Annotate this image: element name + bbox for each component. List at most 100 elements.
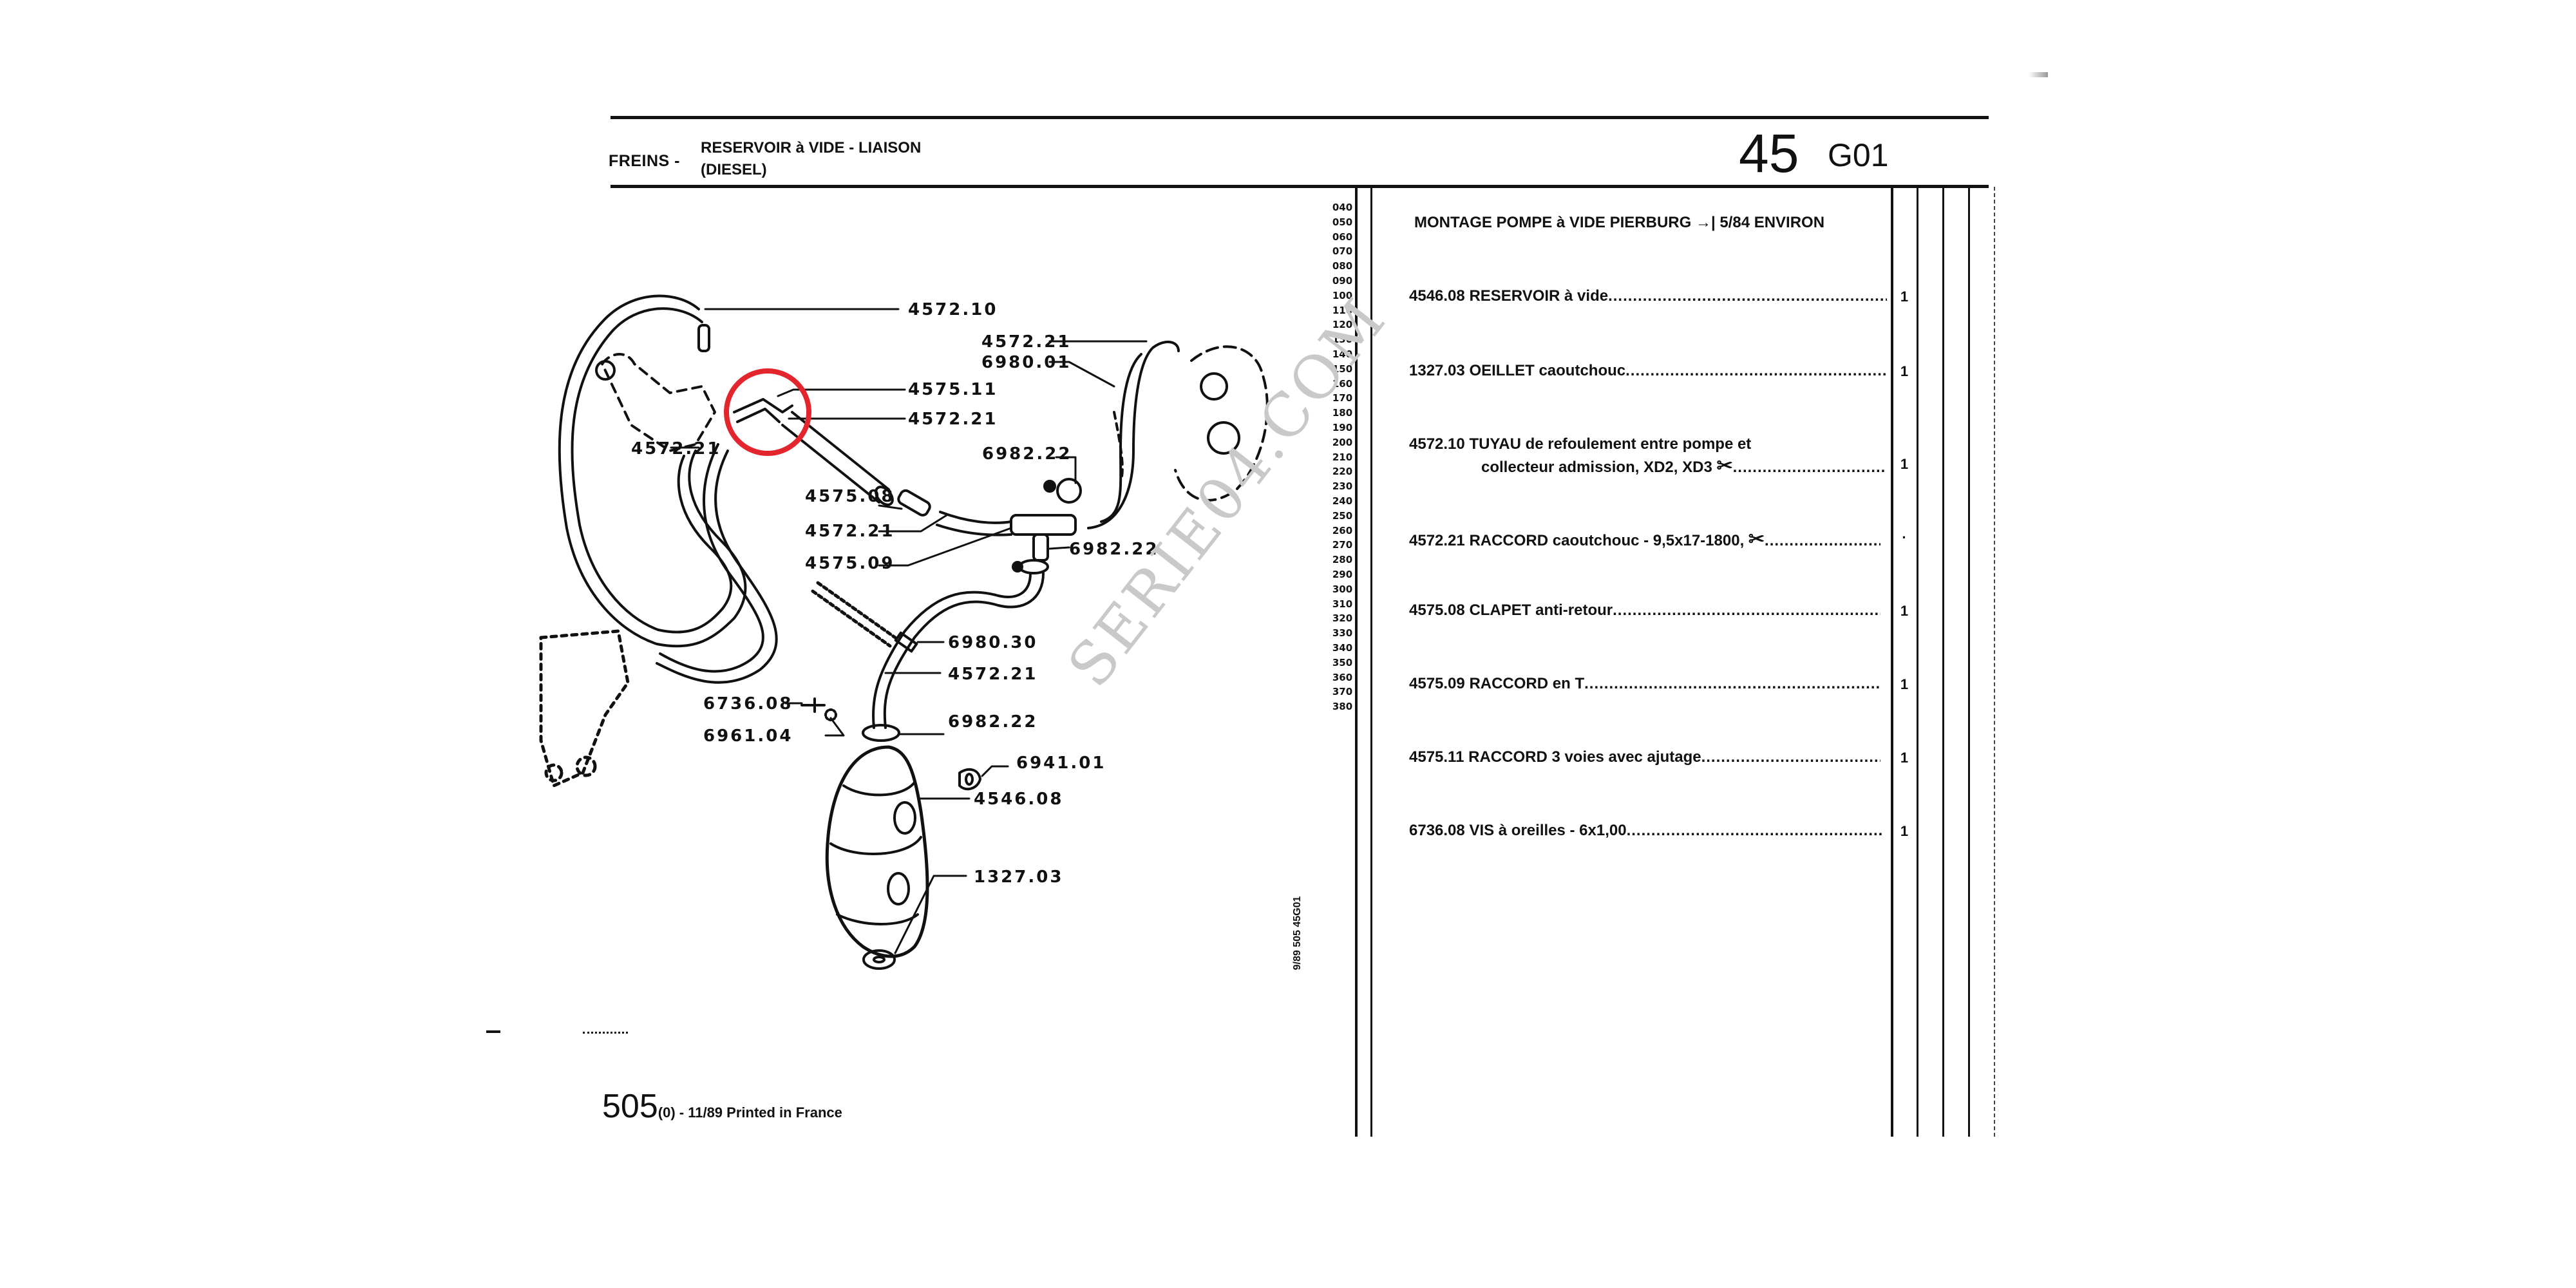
clamp-6982-22-c: [862, 724, 900, 742]
ref-number: 260: [1332, 524, 1353, 536]
label-4572-21-mid[interactable]: 4572.21: [805, 522, 895, 541]
ref-number: 090: [1332, 275, 1353, 287]
leader-dots: ........................................…: [1625, 362, 1887, 379]
label-4575-09[interactable]: 4575.09: [805, 554, 895, 573]
part-description: VIS à oreilles - 6x1,00: [1469, 822, 1627, 839]
footer-model: 505: [602, 1088, 658, 1125]
ref-number: 350: [1332, 656, 1353, 668]
label-4572-21-low[interactable]: 4572.21: [948, 665, 1038, 684]
group-number: 45: [1739, 123, 1799, 184]
part-row[interactable]: 4575.11 RACCORD 3 voies avec ajutage....…: [1409, 748, 1880, 766]
grommet-1327-03: [862, 949, 896, 970]
engine-port-lower: [1207, 421, 1240, 455]
label-4575-11[interactable]: 4575.11: [908, 380, 998, 399]
ref-number: 070: [1332, 245, 1353, 258]
part-row[interactable]: 1327.03 OEILLET caoutchouc..............…: [1409, 362, 1887, 380]
part-row[interactable]: 4572.10 TUYAU de refoulement entre pompe…: [1409, 435, 1887, 453]
hose-4572-21-right: [1087, 341, 1180, 529]
part-qty: ·: [1902, 529, 1907, 545]
label-6980-01[interactable]: 6980.01: [981, 353, 1072, 372]
col-line-3: [1942, 187, 1944, 1137]
part-row-continuation: collecteur admission, XD2, XD3 ✂........…: [1481, 455, 1887, 477]
clamp-6982-22-b: [1018, 559, 1049, 574]
part-qty: 1: [1900, 456, 1909, 472]
ref-number: 290: [1332, 569, 1353, 580]
ref-number: 370: [1332, 686, 1353, 698]
label-6941-01[interactable]: 6941.01: [1016, 753, 1106, 773]
label-4572-21-top[interactable]: 4572.21: [981, 332, 1072, 352]
ref-number: 200: [1332, 436, 1353, 448]
pump-body: [601, 353, 716, 452]
part-description: TUYAU de refoulement entre pompe et: [1469, 435, 1752, 453]
part-row[interactable]: 4546.08 RESERVOIR à vide................…: [1409, 287, 1887, 305]
label-6736-08[interactable]: 6736.08: [703, 694, 793, 714]
part-ref: 4575.11: [1409, 748, 1464, 766]
label-6982-22-b[interactable]: 6982.22: [1069, 540, 1159, 559]
part-description: RACCORD 3 voies avec ajutage: [1468, 748, 1701, 766]
scan-mark: [583, 1032, 628, 1036]
bracket-sketch: [539, 629, 630, 788]
part-row[interactable]: 4572.21 RACCORD caoutchouc - 9,5x17-1800…: [1409, 528, 1880, 551]
part-ref: 6736.08: [1409, 822, 1465, 839]
section-heading: MONTAGE POMPE à VIDE PIERBURG →| 5/84 EN…: [1414, 214, 1825, 231]
leader-dots: .................................: [1765, 532, 1880, 549]
leader-dots: ........................................…: [1584, 675, 1880, 692]
footer-print-info: (0) - 11/89 Printed in France: [658, 1104, 842, 1121]
ref-number: 050: [1332, 216, 1353, 228]
ref-number: 280: [1332, 554, 1353, 566]
part-qty: 1: [1900, 289, 1909, 305]
strap-6980-30: [811, 581, 897, 648]
label-1327-03[interactable]: 1327.03: [974, 867, 1064, 887]
ref-number: 240: [1332, 495, 1353, 507]
part-description: RACCORD en T: [1469, 675, 1585, 692]
ref-number: 040: [1332, 202, 1353, 213]
engine-port-upper: [1200, 372, 1228, 401]
pump-nozzle: [697, 324, 710, 352]
part-row[interactable]: 4575.08 CLAPET anti-retour..............…: [1409, 601, 1880, 620]
part-qty: 1: [1900, 823, 1909, 839]
ref-number: 230: [1332, 480, 1353, 493]
ref-number: 320: [1332, 612, 1353, 625]
reservoir-window-upper: [893, 801, 916, 835]
leader-lines: [670, 308, 1148, 954]
label-4572-21-left[interactable]: 4572.21: [631, 439, 721, 459]
group-code: G01: [1828, 137, 1889, 173]
ref-number: 120: [1332, 319, 1353, 331]
label-6980-30[interactable]: 6980.30: [948, 633, 1038, 652]
part-row[interactable]: 6736.08 VIS à oreilles - 6x1,00.........…: [1409, 822, 1882, 840]
label-6982-22-a[interactable]: 6982.22: [982, 444, 1072, 464]
label-4546-08[interactable]: 4546.08: [974, 790, 1064, 809]
label-4575-08[interactable]: 4575.08: [805, 487, 895, 506]
part-qty: 1: [1900, 750, 1909, 766]
col-line-qty-left: [1891, 187, 1893, 1137]
ref-number: 310: [1332, 598, 1353, 610]
part-description: CLAPET anti-retour: [1469, 601, 1613, 619]
ref-number: 110: [1332, 304, 1353, 316]
reservoir-4546-08: [825, 745, 929, 958]
label-4572-10[interactable]: 4572.10: [908, 300, 998, 319]
ref-number: 130: [1332, 334, 1353, 346]
label-4572-21-a[interactable]: 4572.21: [908, 410, 998, 429]
label-6982-22-c[interactable]: 6982.22: [948, 712, 1038, 732]
leader-dots: ........................................…: [1732, 459, 1887, 476]
ref-number: 270: [1332, 539, 1353, 551]
ref-number: 140: [1332, 348, 1353, 360]
col-line-4: [1968, 187, 1970, 1137]
part-ref: 4546.08: [1409, 287, 1465, 305]
header-title-line2: (DIESEL): [701, 161, 767, 178]
ref-number: 180: [1332, 407, 1353, 419]
leader-dots: ........................................…: [1701, 748, 1880, 766]
part-ref: 4575.08: [1409, 601, 1465, 619]
part-qty: 1: [1900, 603, 1909, 619]
ref-number: 170: [1332, 392, 1353, 404]
part-ref: 4575.09: [1409, 675, 1465, 692]
scissors-icon: ✂: [1716, 455, 1733, 477]
part-ref: 4572.10: [1409, 435, 1465, 453]
part-row[interactable]: 4575.09 RACCORD en T....................…: [1409, 675, 1880, 693]
ref-number: 150: [1332, 363, 1353, 375]
hose-4572-21-low: [872, 572, 1045, 729]
leader-dots: ........................................…: [1608, 287, 1887, 305]
scan-mark: [486, 1030, 500, 1033]
label-6961-04[interactable]: 6961.04: [703, 726, 793, 746]
hose-4572-10-inner: [571, 307, 733, 634]
